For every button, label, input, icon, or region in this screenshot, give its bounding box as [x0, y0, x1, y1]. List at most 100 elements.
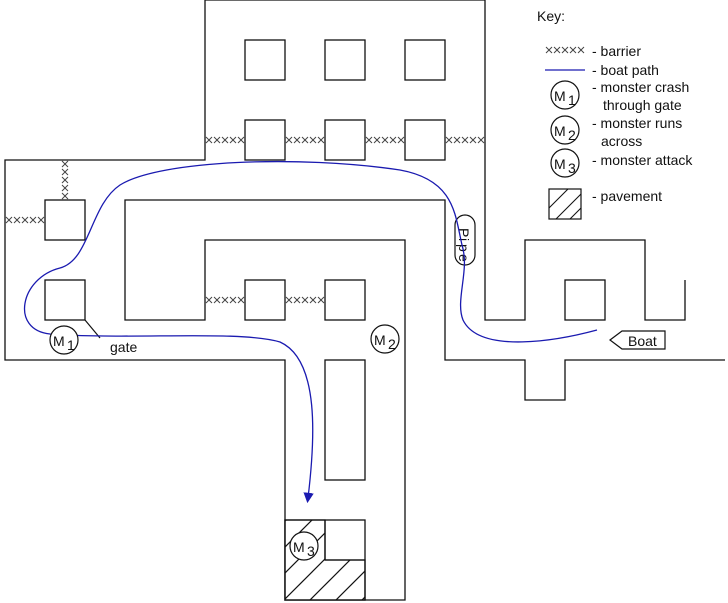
boat-label: Boat [628, 333, 657, 349]
key-m1-label-1: - monster crash [592, 79, 689, 95]
barrier-cross [61, 192, 69, 200]
key-legend: Key: - barrier - boat path M 1 - monster… [537, 8, 693, 220]
barrier-cross [317, 136, 325, 144]
monster-letter: M [554, 123, 566, 139]
building-blocks [44, 39, 606, 481]
barrier-cross [309, 296, 317, 304]
barrier-cross [205, 296, 213, 304]
monster-letter: M [53, 333, 65, 349]
barrier-cross [285, 296, 293, 304]
monster-subscript: 1 [67, 337, 75, 353]
gate-marker [84, 319, 101, 339]
barrier-cross [285, 136, 293, 144]
barrier-cross [61, 160, 69, 168]
pipe-letter: p [456, 244, 472, 252]
pipe: P i p e [454, 214, 476, 266]
barrier-cross [205, 136, 213, 144]
barrier-cross [237, 136, 245, 144]
gate-label: gate [110, 339, 137, 355]
key-m1-label-2: through gate [603, 97, 682, 113]
barrier-cross [61, 176, 69, 184]
barrier-cross [365, 136, 373, 144]
barrier-cross [569, 46, 577, 54]
block [244, 39, 286, 81]
barrier-cross [553, 46, 561, 54]
pipe-letter: i [456, 238, 472, 241]
monster-letter: M [554, 156, 566, 172]
block [324, 279, 366, 321]
key-barrier-icon [545, 46, 585, 54]
monster-letter: M [374, 332, 386, 348]
barrier-cross [389, 136, 397, 144]
barrier-cross [561, 46, 569, 54]
key-monster-m1: M 1 [550, 80, 580, 110]
barrier-cross [229, 296, 237, 304]
barrier-cross [461, 136, 469, 144]
monster-m3: M 3 [289, 531, 319, 561]
barrier-cross [293, 136, 301, 144]
boat-path [23, 160, 598, 504]
block [244, 279, 286, 321]
key-m3-label: - monster attack [592, 152, 693, 168]
barrier-cross [397, 136, 405, 144]
block [44, 279, 86, 321]
barrier-cross [221, 136, 229, 144]
barrier-cross [373, 136, 381, 144]
barrier-cross [221, 296, 229, 304]
barrier-cross [301, 136, 309, 144]
barrier-cross [213, 136, 221, 144]
key-m2-label-1: - monster runs [592, 115, 682, 131]
barrier-cross [229, 136, 237, 144]
key-monster-m2: M 2 [550, 115, 580, 145]
barrier-cross [61, 168, 69, 176]
monster-m1: M 1 [49, 325, 79, 355]
key-pavement-label: - pavement [592, 188, 662, 204]
barrier-cross [213, 296, 221, 304]
barrier-cross [469, 136, 477, 144]
barrier-cross [381, 136, 389, 144]
key-barrier-label: - barrier [592, 43, 641, 59]
monster-m2: M 2 [370, 324, 400, 354]
boat: Boat [609, 330, 666, 350]
long-block [324, 359, 366, 481]
monster-subscript: 1 [568, 92, 576, 108]
barrier-cross [309, 136, 317, 144]
barrier-cross [61, 184, 69, 192]
block [324, 119, 366, 161]
barrier-cross [477, 136, 485, 144]
outer-walls [4, 0, 725, 601]
block [564, 279, 606, 321]
monster-subscript: 2 [388, 336, 396, 352]
barrier-cross [445, 136, 453, 144]
block [324, 39, 366, 81]
barriers [5, 136, 485, 304]
block [404, 39, 446, 81]
block [44, 199, 86, 241]
barrier-cross [317, 296, 325, 304]
pavement-area [284, 519, 366, 601]
barrier-cross [13, 216, 21, 224]
monster-letter: M [293, 539, 305, 555]
barrier-cross [5, 216, 13, 224]
key-pavement-icon [548, 188, 582, 220]
barrier-cross [453, 136, 461, 144]
barrier-cross [577, 46, 585, 54]
key-m2-label-2: across [601, 133, 642, 149]
barrier-cross [545, 46, 553, 54]
barrier-cross [29, 216, 37, 224]
monster-subscript: 2 [568, 127, 576, 143]
key-boat-path-label: - boat path [592, 62, 659, 78]
key-title: Key: [537, 8, 565, 24]
barrier-cross [21, 216, 29, 224]
monster-subscript: 3 [568, 160, 576, 176]
monster-subscript: 3 [307, 543, 315, 559]
barrier-cross [293, 296, 301, 304]
block [404, 119, 446, 161]
pipe-letter: P [456, 228, 472, 237]
barrier-cross [301, 296, 309, 304]
key-monster-m3: M 3 [550, 148, 580, 178]
barrier-cross [237, 296, 245, 304]
block [244, 119, 286, 161]
barrier-cross [37, 216, 45, 224]
